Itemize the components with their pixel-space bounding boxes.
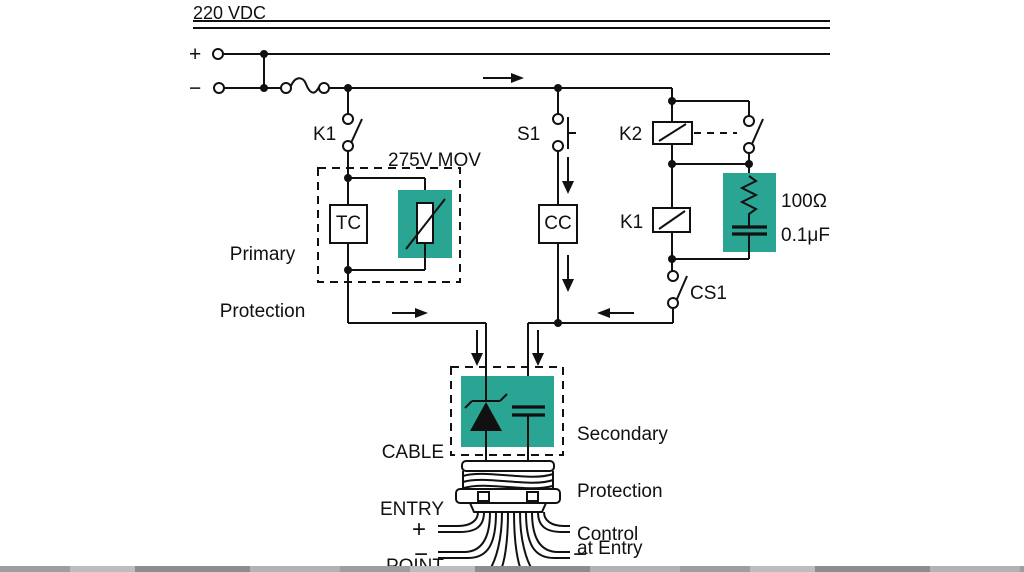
tc-box — [329, 204, 368, 323]
flow-arrow-top-right — [483, 73, 524, 83]
primary-protection-dashed-box — [317, 167, 461, 283]
flow-arrow-down-cc — [562, 255, 574, 292]
k1-contact-icon — [342, 88, 363, 205]
k2-contact-icon — [743, 115, 764, 154]
k1-coil-label: K1 — [620, 212, 644, 233]
snubber-capacitor-label: 0.1μF — [781, 225, 830, 246]
s1-label: S1 — [517, 124, 541, 145]
cs1-label: CS1 — [690, 283, 727, 304]
snubber-resistor-label: 100Ω — [781, 191, 827, 212]
cable-minus-right-label: − — [573, 541, 588, 568]
k2-coil-icon — [652, 121, 693, 145]
cable-gland-icon — [455, 460, 561, 513]
supply-rails — [212, 48, 830, 94]
flow-arrow-left-cs1 — [597, 308, 634, 318]
primary-protection-label: Primary Protection — [219, 244, 306, 322]
minus-rail-label: − — [189, 77, 202, 100]
k1-contact-label: K1 — [313, 124, 337, 145]
cable-entry-label: CABLE ENTRY POINT — [379, 442, 444, 572]
rc-snubber-icon — [723, 173, 776, 259]
voltage-bus-lines — [193, 20, 830, 29]
k1-coil-icon — [652, 207, 691, 233]
secondary-protection-label: Secondary Protection at Entry — [577, 424, 668, 559]
mov-label: 275V MOV — [388, 150, 481, 171]
k2-coil-label: K2 — [619, 124, 643, 145]
entry-dashed-box — [450, 366, 564, 456]
fuse-icon — [280, 77, 330, 94]
cc-box-label: CC — [544, 213, 572, 234]
cable-wires — [438, 511, 570, 572]
flow-arrow-down-entry-left — [471, 330, 483, 366]
entry-capacitor-icon — [512, 405, 545, 462]
plus-terminal-icon — [212, 48, 224, 60]
flow-arrow-down-s1 — [562, 157, 574, 194]
cs1-contact-icon — [667, 270, 688, 323]
tc-box-label: TC — [335, 213, 362, 234]
cable-control-label: Control — [577, 524, 639, 545]
cc-box — [538, 204, 578, 323]
bottom-crop-band — [0, 566, 1024, 572]
entry-highlight-box — [461, 376, 554, 447]
flow-arrow-right-bottom — [392, 308, 428, 318]
voltage-label: 220 VDC — [193, 3, 267, 23]
flow-arrow-down-entry-right — [532, 330, 544, 366]
s1-pushbutton-icon — [552, 88, 576, 205]
cable-plus-label: + — [412, 516, 427, 543]
minus-terminal-icon — [213, 82, 225, 94]
plus-rail-label: + — [189, 43, 202, 66]
junction-dots — [260, 50, 753, 327]
mov-icon — [348, 177, 452, 271]
tvs-diode-icon — [464, 376, 508, 462]
cable-minus-left-label: − — [414, 541, 429, 568]
